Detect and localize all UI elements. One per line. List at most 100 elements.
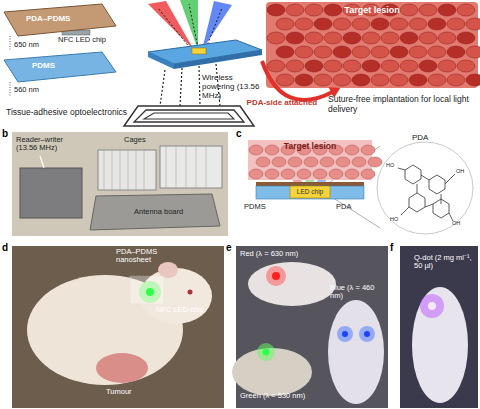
mouse-body [248,262,336,306]
tissue-cell [313,169,327,179]
dim-line [10,82,11,96]
label: Antenna board [134,208,204,216]
sheet-shape [4,4,116,36]
tissue-cell [314,18,332,30]
tissue-cell [371,74,389,86]
tissue-cell [276,74,294,86]
tissue-cell [265,145,279,155]
pdms-layer [256,186,364,199]
tissue-cell [295,18,313,30]
tissue-cell [390,46,408,58]
led-glow [337,326,353,342]
tissue-cell [272,157,286,167]
tissue-cell [419,60,437,72]
coil-loop [144,113,234,119]
tissue-cell [288,157,302,167]
cage-bars [104,146,206,190]
indole-rings [405,165,449,218]
tissue-cell [428,74,446,86]
arrow-head [329,87,341,98]
tissue-cell [265,169,279,179]
tissue-cell [457,32,475,44]
led-glow [257,343,275,361]
label: PDA–PDMS nanosheet [116,248,176,265]
tissue-cell [295,74,313,86]
label: d [2,242,12,253]
label: PDA [412,134,442,143]
label: OH [456,168,470,174]
tissue-cell [361,145,375,155]
tissue-cell [447,46,465,58]
label: PDMS [244,203,284,211]
blue-led [342,331,348,337]
tissue-cell [249,169,263,179]
tissue-cell [286,4,304,16]
photo-f [400,246,478,408]
label: PDA [336,203,366,211]
red-led [272,272,280,280]
tissue-background [248,140,372,180]
tissue-cell [428,46,446,58]
label: f [390,242,400,253]
tissue-cell [249,145,263,155]
label: 560 nm [14,86,54,94]
tissue-cell [333,18,351,30]
tissue-cell [352,46,370,58]
photo-b [12,132,228,236]
tissue-cell [333,74,351,86]
label: Tumour [106,388,156,396]
nanosheet [130,276,164,304]
label: Red (λ = 630 nm) [240,250,330,258]
tissue-cell [314,46,332,58]
label: HO [390,216,404,222]
tissue-cell [320,157,334,167]
tissue-cell [438,60,456,72]
mouse-body [27,275,183,385]
tissue-cell [419,32,437,44]
tissue-cell [336,157,350,167]
chip-shape [290,186,330,198]
tissue-cell [267,32,285,44]
tissue-cell [447,18,465,30]
node-outline [140,40,262,100]
tissue-cell [466,18,480,30]
field-line [199,66,200,106]
tissue-cell [457,60,475,72]
photo-e [232,246,388,408]
tissue-cell [428,18,446,30]
zoom-line [330,196,380,228]
tissue-cell [466,74,480,86]
pointer-arrow [40,156,44,168]
device-edge [148,52,174,69]
tissue-cell [466,46,480,58]
tissue-cell [390,18,408,30]
polymer-bonds [398,168,455,221]
curved-arrow [262,61,340,100]
tissue-cell [345,145,359,155]
led-chip: LED chip [290,186,330,198]
tissue-cell [381,60,399,72]
label: Tissue-adhesive optoelectronics [6,108,136,118]
tissue-cell [345,169,359,179]
label: Reader–writer (13.56 MHz) [16,136,86,153]
dim-line [10,36,11,50]
cage [98,150,156,190]
label: OH [452,220,466,226]
label: NFC LED chip [58,36,118,44]
mouse-eye [188,290,193,295]
implant-device: Wireless powering (13.56 MHz) [140,40,262,100]
green-led [146,288,154,296]
tissue-cell [267,60,285,72]
tissue-cell [400,60,418,72]
pda-pdms-sheet: PDA–PDMS [4,4,116,36]
tissue-cell [281,169,295,179]
tissue-cell [447,74,465,86]
tissue-cell [267,4,285,16]
tissue-cell [256,157,270,167]
device-edge [174,50,262,69]
tissue-block: Target lesion [266,2,478,88]
label: Suture-free implantation for local light… [328,95,478,114]
tissue-cell [419,4,437,16]
blue-led [364,331,370,337]
